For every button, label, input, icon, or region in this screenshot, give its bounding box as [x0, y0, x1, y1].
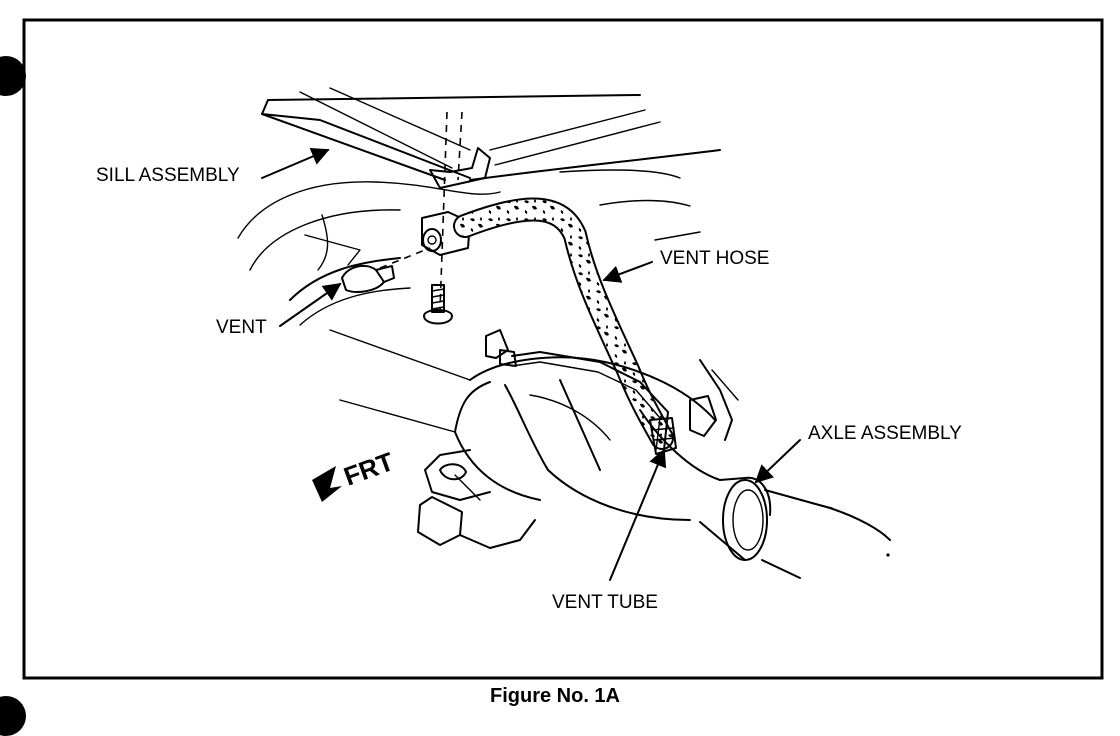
vent-hose-leader	[602, 261, 653, 283]
front-direction-indicator: FRT	[312, 446, 398, 502]
axle-assembly-label: AXLE ASSEMBLY	[808, 423, 962, 444]
vent-hose-label: VENT HOSE	[660, 248, 769, 269]
figure-caption: Figure No. 1A	[490, 685, 620, 707]
sill-assembly-drawing	[237, 87, 721, 326]
front-arrow-icon	[312, 466, 342, 502]
axle-assembly-leader	[754, 439, 801, 484]
binder-hole-top	[0, 56, 26, 96]
sill-assembly-label: SILL ASSEMBLY	[96, 165, 240, 186]
sill-assembly-leader	[261, 148, 330, 179]
figure-frame	[22, 18, 1104, 680]
vent-fitting	[341, 264, 395, 293]
binder-hole-bottom	[0, 696, 26, 736]
vent-hose-fill	[455, 199, 672, 448]
fastener-guide-line-right	[457, 111, 463, 181]
vent-guide-line	[379, 247, 431, 269]
vent-tube-leader	[609, 448, 667, 581]
stray-dot	[886, 553, 890, 557]
bolt-icon	[423, 284, 453, 325]
hose-bracket	[421, 211, 471, 256]
vent-leader	[279, 282, 342, 327]
vent-tube-label: VENT TUBE	[552, 592, 658, 613]
vent-label: VENT	[216, 317, 267, 338]
fastener-guide-line-left	[439, 111, 448, 311]
frt-label: FRT	[340, 446, 398, 492]
axle-assembly-drawing	[329, 329, 891, 579]
